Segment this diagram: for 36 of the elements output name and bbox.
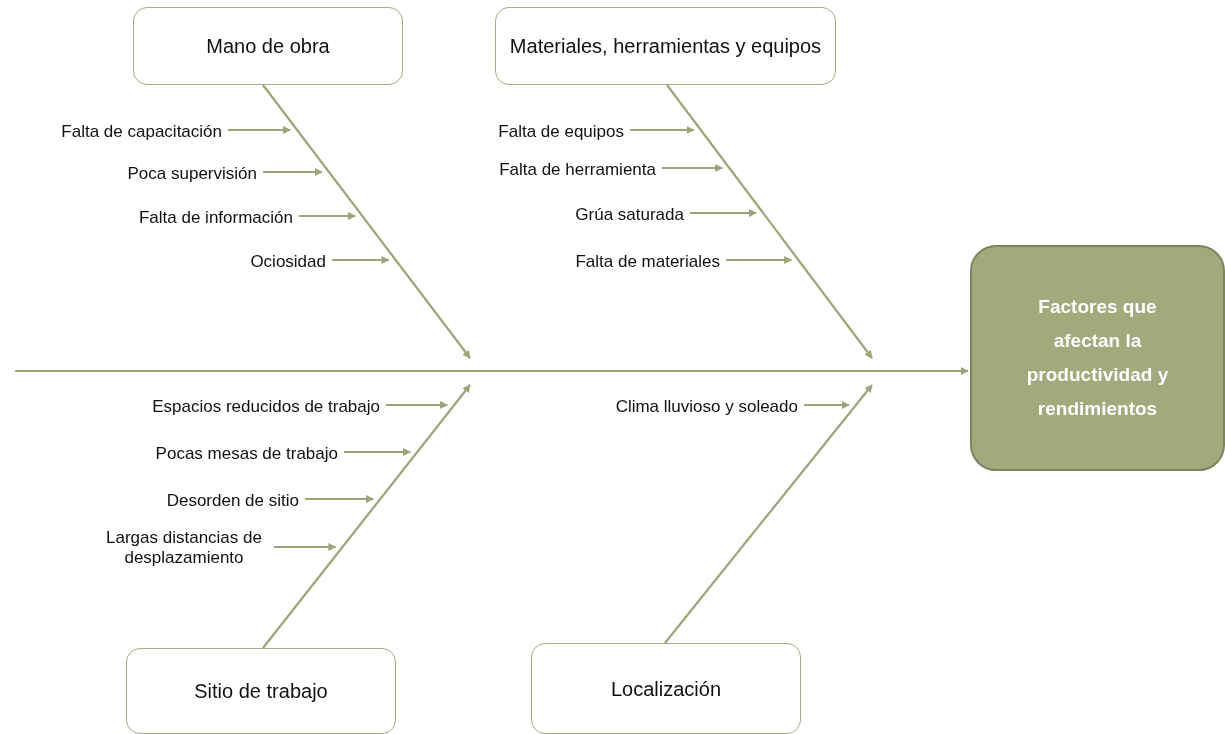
category-box: Localización <box>531 643 801 734</box>
cause-arrow <box>690 209 757 217</box>
cause-arrow <box>804 401 850 409</box>
category-box: Materiales, herramientas y equipos <box>495 7 836 85</box>
cause-arrow <box>344 448 412 456</box>
cause-label: Espacios reducidos de trabajo <box>152 397 380 418</box>
fishbone-arrow <box>262 384 471 649</box>
cause-arrow <box>630 126 695 134</box>
cause-arrow <box>299 212 357 220</box>
fishbone-arrow <box>666 84 873 359</box>
cause-label: Poca supervisión <box>127 164 257 185</box>
cause-arrow <box>332 256 390 264</box>
cause-label: Falta de equipos <box>498 122 624 143</box>
cause-label: Ociosidad <box>250 252 326 273</box>
cause-arrow <box>228 126 291 134</box>
cause-arrow <box>274 543 337 551</box>
category-box: Mano de obra <box>133 7 403 85</box>
cause-label: Desorden de sitio <box>166 491 299 512</box>
cause-label: Falta de información <box>138 208 293 229</box>
cause-label: Falta de herramienta <box>499 160 656 181</box>
cause-label: Pocas mesas de trabajo <box>155 444 338 465</box>
effect-box: Factores que afectan la productividad y rendimientos <box>970 245 1225 471</box>
cause-label: Falta de capacitación <box>61 122 222 143</box>
category-box: Sitio de trabajo <box>126 648 396 734</box>
fishbone-arrow <box>262 84 471 359</box>
cause-arrow <box>662 164 724 172</box>
spine-arrow <box>15 367 969 375</box>
cause-label: Grúa saturada <box>575 205 684 226</box>
cause-arrow <box>386 401 449 409</box>
cause-label: Falta de materiales <box>575 252 720 273</box>
fishbone-arrow <box>664 384 873 644</box>
cause-arrow <box>263 168 323 176</box>
cause-arrow <box>305 495 375 503</box>
cause-label: Clima lluvioso y soleado <box>615 397 798 418</box>
cause-label: Largas distancias de desplazamiento <box>100 528 268 569</box>
cause-arrow <box>726 256 793 264</box>
